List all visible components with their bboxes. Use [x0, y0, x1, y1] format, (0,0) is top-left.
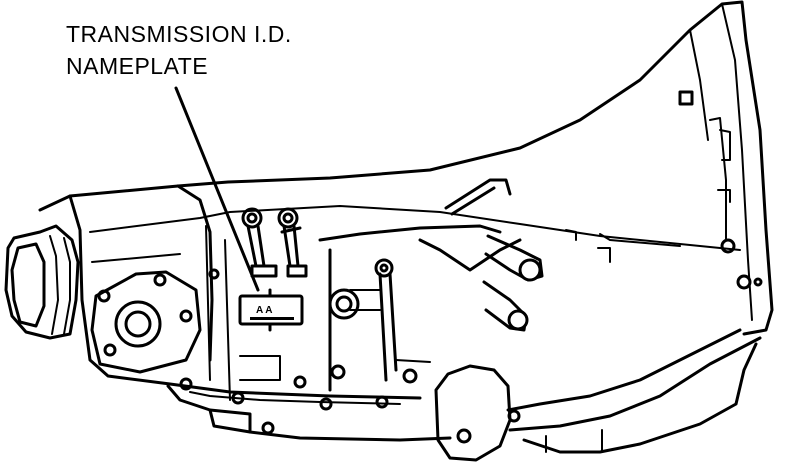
- governor-cover: [434, 328, 762, 462]
- callout-line-2: NAMEPLATE: [66, 53, 209, 79]
- left-side-cover: [90, 268, 220, 374]
- nameplate-callout-label: TRANSMISSION I.D. NAMEPLATE: [66, 18, 292, 82]
- callout-leader-line: [174, 86, 260, 292]
- bell-housing: [38, 0, 774, 336]
- main-case: [68, 184, 741, 401]
- extension-housing: [4, 224, 80, 340]
- cooler-fittings: [482, 234, 544, 332]
- id-nameplate: A A: [238, 294, 304, 326]
- case-details: [239, 178, 512, 389]
- nameplate-text: A A: [256, 305, 272, 316]
- callout-line-1: TRANSMISSION I.D.: [66, 21, 292, 47]
- oil-pan: [166, 377, 452, 442]
